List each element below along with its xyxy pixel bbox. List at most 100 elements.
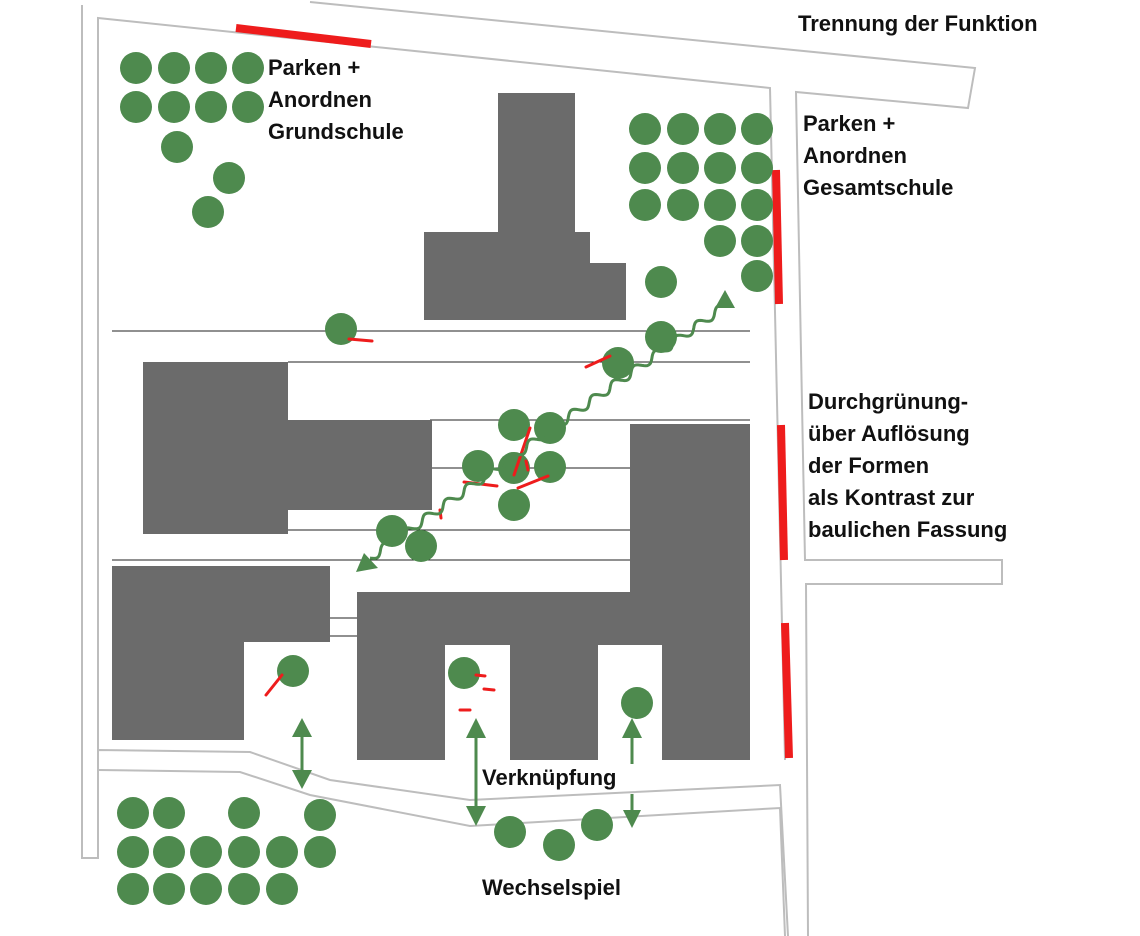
tree-icon xyxy=(117,836,149,868)
red-boundary-bar xyxy=(235,24,372,48)
label-line: Durchgrünung- xyxy=(808,389,969,414)
red-mark xyxy=(524,459,530,472)
tree-icon xyxy=(213,162,245,194)
wavy-path-arrow-icon xyxy=(356,290,735,572)
label-interplay: Wechselspiel xyxy=(482,875,621,900)
tree-icon xyxy=(277,655,309,687)
tree-icon xyxy=(741,189,773,221)
tree-icon xyxy=(704,189,736,221)
tree-icon xyxy=(228,836,260,868)
tree-icon xyxy=(120,91,152,123)
tree-icon xyxy=(158,91,190,123)
tree-icon xyxy=(153,836,185,868)
street-outline-north xyxy=(81,5,789,936)
tree-icon xyxy=(602,347,634,379)
double-arrow-icon xyxy=(466,718,486,826)
tree-icon xyxy=(158,52,190,84)
red-mark xyxy=(584,354,612,369)
label-line: Anordnen xyxy=(803,143,907,168)
tree-icon xyxy=(667,152,699,184)
tree-icon xyxy=(153,873,185,905)
tree-icon xyxy=(667,113,699,145)
double-arrow-icon xyxy=(292,718,312,789)
building-west xyxy=(143,362,432,534)
tree-icon xyxy=(629,152,661,184)
tree-icon xyxy=(405,530,437,562)
arrowhead-end xyxy=(715,290,735,308)
tree-icon xyxy=(117,873,149,905)
tree-icon xyxy=(645,266,677,298)
tree-icon xyxy=(581,809,613,841)
arrow-up-icon xyxy=(622,718,642,764)
tree-icon xyxy=(741,113,773,145)
label-line: Parken + xyxy=(268,55,361,80)
wavy-path xyxy=(369,304,726,560)
red-mark xyxy=(474,673,487,678)
trees xyxy=(117,52,773,905)
red-marks xyxy=(264,337,612,712)
buildings xyxy=(112,93,750,760)
link-arrows xyxy=(292,718,642,828)
street-outline-inner xyxy=(97,16,786,761)
tree-icon xyxy=(232,52,264,84)
tree-icon xyxy=(161,131,193,163)
label-primary-school: Parken + Anordnen Grundschule xyxy=(268,52,404,148)
arrowhead-start xyxy=(356,553,378,572)
tree-icon xyxy=(704,225,736,257)
label-line: über Auflösung xyxy=(808,421,970,446)
red-mark xyxy=(264,673,284,697)
tree-icon xyxy=(325,313,357,345)
tree-icon xyxy=(741,152,773,184)
tree-icon xyxy=(543,829,575,861)
tree-icon xyxy=(741,225,773,257)
tree-icon xyxy=(232,91,264,123)
tree-icon xyxy=(498,489,530,521)
red-mark xyxy=(347,337,374,343)
tree-icon xyxy=(195,91,227,123)
label-separation: Trennung der Funktion xyxy=(798,11,1038,36)
red-mark xyxy=(512,426,532,477)
label-line: Anordnen xyxy=(268,87,372,112)
tree-icon xyxy=(621,687,653,719)
label-comprehensive-school: Parken + Anordnen Gesamtschule xyxy=(803,108,953,204)
tree-icon xyxy=(704,113,736,145)
boundary-markers xyxy=(235,24,793,759)
tree-icon xyxy=(266,873,298,905)
tree-icon xyxy=(629,189,661,221)
tree-icon xyxy=(120,52,152,84)
tree-icon xyxy=(498,409,530,441)
street-outline-top xyxy=(309,1,1003,936)
tree-icon xyxy=(190,873,222,905)
tree-icon xyxy=(228,873,260,905)
building-southeast xyxy=(357,424,750,760)
building-southwest xyxy=(112,566,330,740)
tree-icon xyxy=(117,797,149,829)
label-line: baulichen Fassung xyxy=(808,517,1008,542)
label-line: Parken + xyxy=(803,111,896,136)
arrow-down-icon xyxy=(623,794,641,828)
label-line: Grundschule xyxy=(268,119,404,144)
red-mark xyxy=(516,474,550,490)
red-boundary-bar xyxy=(772,169,783,305)
tree-icon xyxy=(704,152,736,184)
tree-icon xyxy=(195,52,227,84)
building-north xyxy=(424,93,626,320)
red-mark xyxy=(482,687,496,692)
tree-icon xyxy=(462,450,494,482)
red-boundary-bar xyxy=(781,622,793,759)
red-boundary-bar xyxy=(777,424,788,561)
street-outlines xyxy=(81,1,1003,936)
tree-icon xyxy=(304,799,336,831)
tree-icon xyxy=(448,657,480,689)
label-greening: Durchgrünung- über Auflösung der Formen … xyxy=(808,386,1007,546)
tree-icon xyxy=(190,836,222,868)
street-outline-south xyxy=(97,769,786,936)
label-linking: Verknüpfung xyxy=(482,765,617,790)
tree-icon xyxy=(741,260,773,292)
tree-icon xyxy=(228,797,260,829)
tree-icon xyxy=(266,836,298,868)
label-line: Gesamtschule xyxy=(803,175,954,200)
lane-lines xyxy=(112,330,750,637)
